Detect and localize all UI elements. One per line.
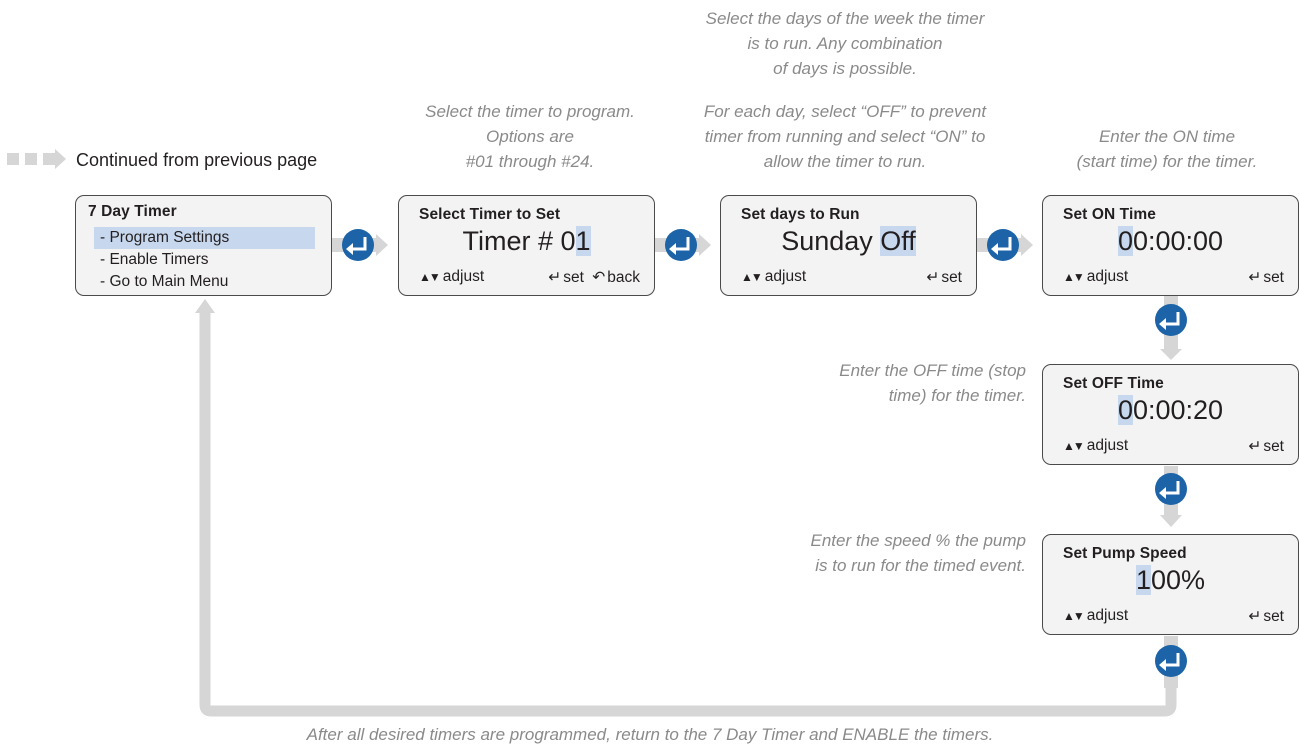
set-label: set: [1263, 608, 1284, 625]
adjust-label: adjust: [764, 268, 807, 285]
speed-panel: Set Pump Speed 100% ▲▼adjust ↵set: [1042, 534, 1299, 635]
off-time-value-text: 0:00:20: [1132, 395, 1224, 425]
enter-icon[interactable]: [1155, 304, 1187, 336]
panel-title: Set OFF Time: [1063, 375, 1164, 392]
adjust-label: adjust: [442, 268, 485, 285]
enter-icon[interactable]: [987, 229, 1019, 261]
up-down-icon[interactable]: ▲▼: [419, 270, 441, 284]
timer-value: Timer # 01: [399, 226, 654, 257]
off-time-value: 00:00:20: [1043, 395, 1298, 426]
menu-item-enable-timers[interactable]: - Enable Timers: [100, 251, 209, 268]
back-icon[interactable]: ↶: [592, 269, 606, 286]
note-on-time: Enter the ON time(start time) for the ti…: [1076, 127, 1258, 171]
days-value: Sunday Off: [721, 226, 976, 257]
panel-footer: ▲▼adjust ↵set: [1063, 607, 1284, 625]
panel-title: Set Pump Speed: [1063, 545, 1187, 562]
adjust-label: adjust: [1086, 437, 1129, 454]
on-time-value-text: 0:00:00: [1132, 226, 1224, 256]
panel-title: Set ON Time: [1063, 206, 1156, 223]
timer-panel: Select Timer to Set Timer # 01 ▲▼adjust …: [398, 195, 655, 296]
days-value-cursor[interactable]: Off: [880, 226, 916, 256]
enter-icon[interactable]: ↵: [926, 269, 940, 286]
panel-footer: ▲▼adjust ↵set: [741, 268, 962, 286]
up-down-icon[interactable]: ▲▼: [1063, 270, 1085, 284]
enter-icon[interactable]: ↵: [1248, 438, 1262, 455]
speed-value: 100%: [1043, 565, 1298, 596]
back-label: back: [607, 269, 640, 286]
speed-cursor[interactable]: 1: [1135, 565, 1151, 595]
set-label: set: [1263, 438, 1284, 455]
enter-icon[interactable]: [1155, 645, 1187, 677]
note-bottom: After all desired timers are programmed,…: [306, 725, 994, 744]
panel-title: Set days to Run: [741, 206, 860, 223]
set-label: set: [563, 269, 584, 286]
note-select-timer: Select the timer to program.Options are#…: [425, 102, 635, 171]
menu-list: - Program Settings - Enable Timers - Go …: [94, 227, 315, 293]
off-time-panel: Set OFF Time 00:00:20 ▲▼adjust ↵set: [1042, 364, 1299, 465]
on-time-value: 00:00:00: [1043, 226, 1298, 257]
panel-footer: ▲▼adjust ↵set: [1063, 437, 1284, 455]
off-time-cursor[interactable]: 0: [1117, 395, 1133, 425]
enter-icon[interactable]: [1155, 473, 1187, 505]
panel-footer: ▲▼adjust ↵set ↶back: [419, 268, 640, 286]
up-down-icon[interactable]: ▲▼: [1063, 439, 1085, 453]
panel-footer: ▲▼adjust ↵set: [1063, 268, 1284, 286]
enter-icon[interactable]: [665, 229, 697, 261]
enter-icon[interactable]: ↵: [548, 269, 562, 286]
up-down-icon[interactable]: ▲▼: [741, 270, 763, 284]
timer-value-cursor[interactable]: 1: [575, 226, 591, 256]
continued-label: Continued from previous page: [76, 150, 318, 170]
panel-title: 7 Day Timer: [88, 203, 177, 220]
panel-title: Select Timer to Set: [419, 206, 561, 223]
return-loop-arrowhead: [195, 299, 215, 313]
enter-icon[interactable]: ↵: [1248, 608, 1262, 625]
timer-value-text: Timer # 0: [462, 226, 576, 256]
continued-arrow-icon: [7, 149, 66, 169]
menu-item-main-menu[interactable]: - Go to Main Menu: [100, 273, 229, 290]
menu-panel: 7 Day Timer - Program Settings - Enable …: [75, 195, 332, 296]
on-time-panel: Set ON Time 00:00:00 ▲▼adjust ↵set: [1042, 195, 1299, 296]
days-value-text: Sunday: [781, 226, 881, 256]
set-label: set: [1263, 269, 1284, 286]
speed-value-text: 00%: [1150, 565, 1206, 595]
return-loop-line: [199, 313, 1177, 717]
menu-item-program-settings[interactable]: - Program Settings: [94, 227, 315, 249]
up-down-icon[interactable]: ▲▼: [1063, 609, 1085, 623]
enter-icon[interactable]: ↵: [1248, 269, 1262, 286]
on-time-cursor[interactable]: 0: [1117, 226, 1133, 256]
days-panel: Set days to Run Sunday Off ▲▼adjust ↵set: [720, 195, 977, 296]
set-label: set: [941, 269, 962, 286]
adjust-label: adjust: [1086, 607, 1129, 624]
enter-icon[interactable]: [342, 229, 374, 261]
adjust-label: adjust: [1086, 268, 1129, 285]
